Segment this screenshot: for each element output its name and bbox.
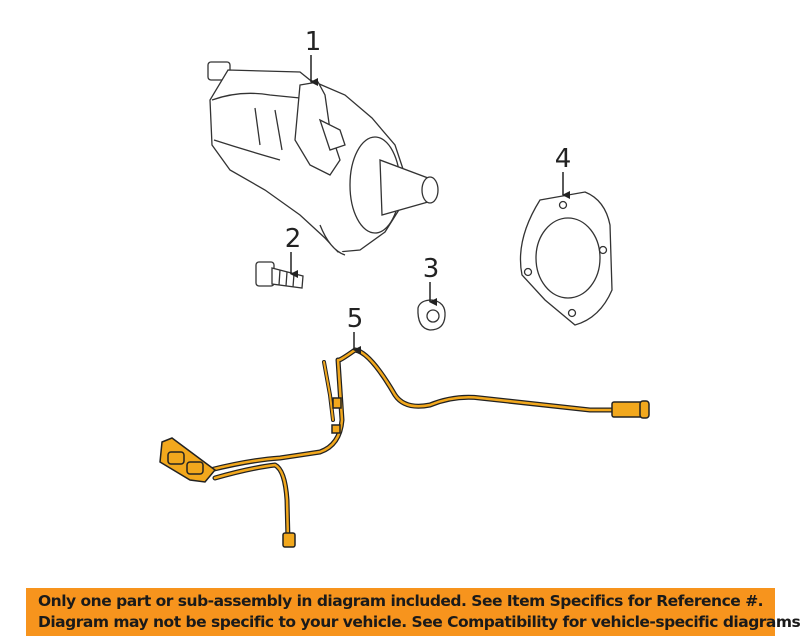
callout-number: 5	[347, 304, 364, 334]
bolt-drawing	[255, 261, 304, 289]
wiring-harness-drawing	[207, 347, 616, 543]
disclaimer-line-1: Only one part or sub-assembly in diagram…	[38, 592, 764, 610]
callout-number: 1	[305, 27, 322, 57]
parts-diagram: 1 2 3 4 5	[159, 27, 650, 548]
callout-1: 1	[305, 27, 322, 86]
harness-connectors	[159, 397, 650, 548]
starter-motor-drawing	[207, 61, 439, 256]
gasket-drawing	[519, 191, 613, 326]
callout-3: 3	[423, 254, 440, 306]
callout-number: 3	[423, 254, 440, 284]
callout-5: 5	[347, 304, 364, 354]
callout-number: 2	[285, 224, 302, 254]
callout-number: 4	[555, 144, 572, 174]
callout-4: 4	[555, 144, 572, 199]
disclaimer-banner: Only one part or sub-assembly in diagram…	[26, 588, 800, 636]
callout-2: 2	[285, 224, 302, 278]
nut-drawing	[417, 299, 446, 331]
disclaimer-line-2: Diagram may not be specific to your vehi…	[38, 613, 800, 631]
